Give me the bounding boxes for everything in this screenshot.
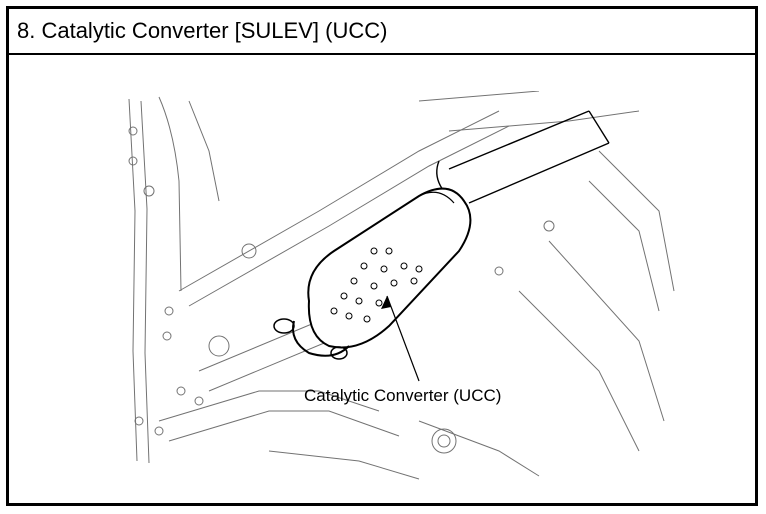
document-frame: 8. Catalytic Converter [SULEV] (UCC) bbox=[6, 6, 758, 506]
callout-leader bbox=[381, 295, 420, 382]
underbody-frame-lines bbox=[128, 91, 675, 480]
callout-label: Catalytic Converter (UCC) bbox=[304, 386, 501, 405]
page-title: 8. Catalytic Converter [SULEV] (UCC) bbox=[17, 18, 388, 43]
exhaust-pipe bbox=[436, 110, 610, 210]
catalytic-converter-body bbox=[273, 187, 472, 360]
title-bar: 8. Catalytic Converter [SULEV] (UCC) bbox=[9, 9, 755, 55]
catalytic-converter-illustration: Catalytic Converter (UCC) bbox=[128, 91, 675, 480]
